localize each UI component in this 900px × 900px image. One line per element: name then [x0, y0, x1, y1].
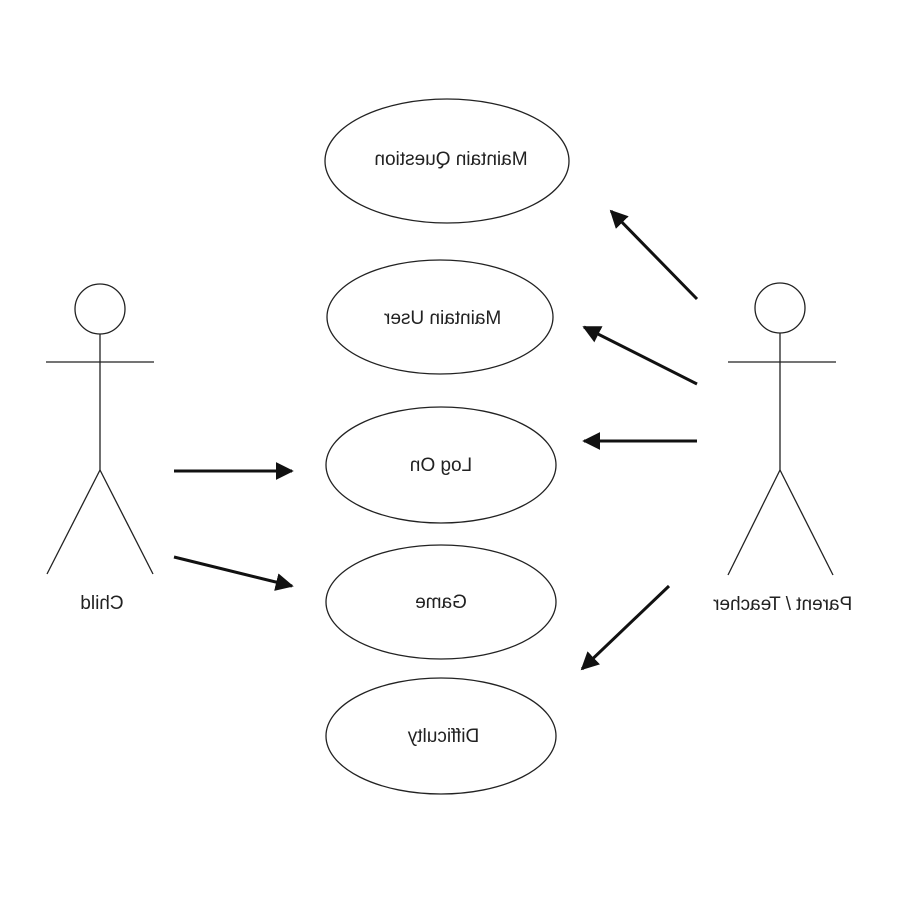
- use-case-game-label: Game: [415, 592, 467, 613]
- actor-child-right-leg: [99, 469, 154, 575]
- actor-parent-teacher-head: [754, 282, 806, 334]
- actor-child-label: Child: [80, 593, 123, 614]
- use-case-difficulty-label: Difficulty: [407, 726, 479, 747]
- use-case-maintain-user[interactable]: [326, 259, 554, 375]
- use-case-difficulty[interactable]: [325, 677, 557, 795]
- use-case-maintain-question-label: Maintain Question: [374, 149, 527, 170]
- arrow-parent-to-maintain-question: [609, 209, 699, 301]
- arrow-parent-to-difficulty: [580, 584, 671, 671]
- actor-parent-teacher-label: Parent / Teacher: [712, 594, 852, 615]
- actor-parent-teacher-right-leg: [779, 469, 834, 576]
- actor-child-head: [74, 283, 126, 335]
- actor-parent-teacher-left-leg: [727, 469, 781, 576]
- use-case-maintain-user-label: Maintain User: [383, 308, 501, 329]
- actor-child: [46, 283, 154, 575]
- use-case-maintain-question[interactable]: [324, 98, 570, 224]
- use-case-log-on[interactable]: [325, 406, 557, 524]
- arrow-child-to-game: [173, 555, 294, 591]
- actor-child-left-leg: [46, 469, 101, 575]
- use-case-log-on-label: Log On: [410, 455, 472, 476]
- use-case-game[interactable]: [325, 544, 557, 660]
- actor-parent-teacher: [727, 282, 836, 576]
- arrow-parent-to-maintain-user: [582, 325, 698, 386]
